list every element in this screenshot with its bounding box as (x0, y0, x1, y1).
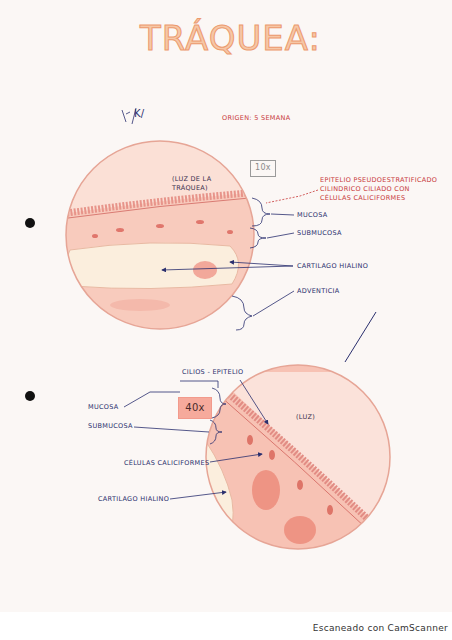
punch-hole (25, 391, 35, 401)
punch-hole (25, 218, 35, 228)
part-label: SUBMUCOSA (297, 229, 342, 238)
part-label: CÉLULAS CALICIFORMES (124, 459, 209, 468)
part-label: MUCOSA (297, 211, 328, 220)
origin-note: ORIGEN: 5 SEMANA (222, 114, 290, 123)
part-label: CARTILAGO HIALINO (98, 495, 169, 504)
lumen-label: (LUZ) (296, 413, 315, 422)
page-title: TRÁQUEA: (140, 18, 321, 59)
magnification-text: 10x (255, 163, 271, 174)
leader-lines (124, 380, 268, 499)
magnification-text: 40x (185, 401, 205, 415)
epithelium-label: EPITELIO PSEUDOESTRATIFICADO CILINDRICO … (320, 176, 438, 202)
trachea-10x (60, 135, 260, 335)
page-mark: K/ (134, 107, 145, 121)
lumen-label: (LUZ DE LA TRÁQUEA) (172, 175, 228, 193)
leader-lines (122, 108, 376, 362)
watermark: Escaneado con CamScanner (313, 622, 448, 634)
part-label: MUCOSA (88, 403, 119, 412)
magnification-box: 40x (178, 397, 212, 419)
magnification-box: 10x (250, 160, 276, 177)
part-label: ADVENTICIA (297, 287, 340, 296)
trachea-40x (205, 365, 395, 551)
part-label: CARTILAGO HIALINO (297, 262, 368, 271)
part-label: CILIOS - EPITELIO (182, 368, 244, 377)
part-label: SUBMUCOSA (88, 422, 133, 431)
